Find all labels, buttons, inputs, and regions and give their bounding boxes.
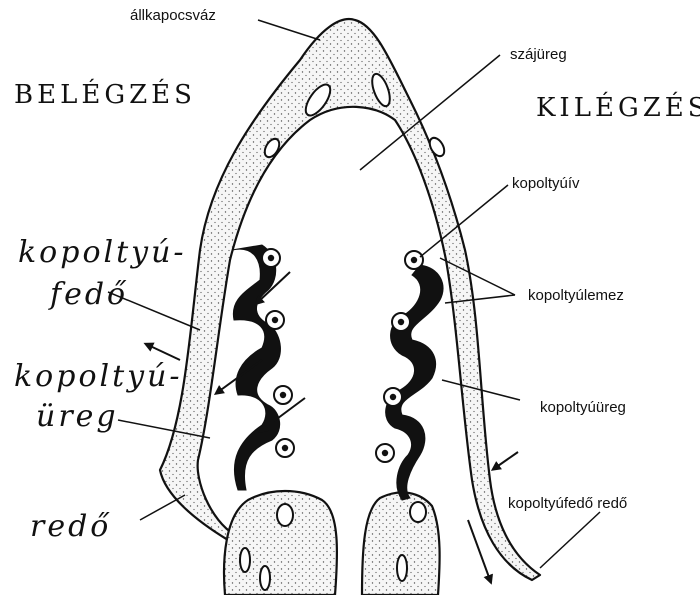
right-gill-arches (376, 251, 443, 500)
base-hole (260, 566, 270, 590)
label-jaw-skeleton: állkapocsváz (130, 8, 216, 23)
side-label-operculum-1: kopoltyú- (18, 238, 187, 268)
base-hole (397, 555, 407, 581)
label-gill-lamella: kopoltyúlemez (528, 288, 624, 303)
base-hole (277, 504, 293, 526)
label-mouth-cavity: szájüreg (510, 47, 567, 62)
label-gill-cavity: kopoltyúüreg (540, 400, 626, 415)
side-label-cavity-2: üreg (36, 402, 119, 432)
inhalation-title: BELÉGZÉS (14, 82, 196, 108)
left-gill-arches (232, 245, 294, 490)
base-hole (240, 548, 250, 572)
label-gill-arch: kopoltyúív (512, 176, 580, 191)
jaw-skeleton (160, 19, 540, 580)
base-hole (410, 502, 426, 522)
exhalation-title: KILÉGZÉS (536, 95, 700, 121)
side-label-cavity-1: kopoltyú- (14, 362, 183, 392)
side-label-operculum-2: fedő (50, 280, 128, 310)
side-label-fold: redő (30, 512, 111, 542)
label-gill-flap-fold: kopoltyúfedő redő (508, 496, 627, 511)
